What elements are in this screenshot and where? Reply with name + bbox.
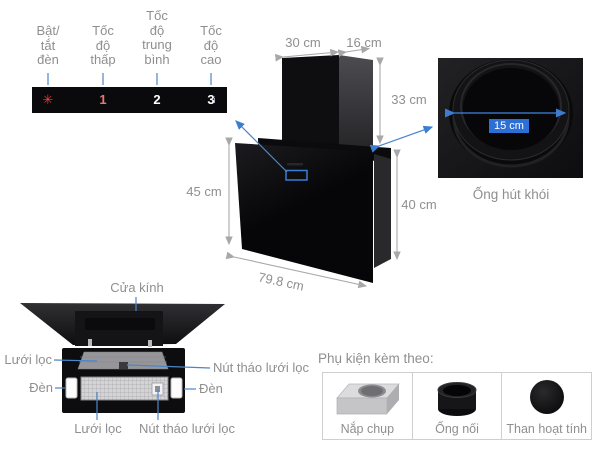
top-filter-mesh (78, 352, 168, 369)
label-filter-release-top: Nút tháo lưới lọc (213, 360, 309, 375)
accessory-cap-cell: Nắp chụp (323, 373, 413, 439)
speed-3-number: 3 (207, 92, 215, 107)
underside-view (20, 303, 225, 413)
label-filter-front: Lưới lọc (74, 421, 122, 436)
speed-1-button: 1 (99, 92, 107, 107)
accessories-title: Phụ kiện kèm theo: (318, 351, 434, 366)
accessory-carbon-label: Than hoạt tính (506, 422, 587, 436)
label-speed-high: Tốc độ cao (200, 23, 222, 67)
brand-logo (287, 163, 303, 166)
connector-lines (47, 73, 434, 420)
lamp-left-shape (65, 377, 78, 399)
dim-body-height: 45 cm (186, 184, 222, 199)
label-lamp-left: Đèn (29, 380, 53, 395)
label-glass-door: Cửa kính (110, 280, 164, 295)
label-speed-medium: Tốc độ trung bình (142, 8, 172, 67)
dimension-lines (225, 45, 401, 289)
accessory-carbon-cell: Than hoạt tính (502, 373, 591, 439)
carbon-filter-icon (529, 380, 564, 414)
connector-pipe-icon (437, 382, 477, 416)
dim-chimney-height: 33 cm (391, 92, 427, 107)
hood-chimney (282, 55, 373, 150)
dim-duct-diameter: 15 cm (489, 119, 529, 133)
top-filter-release-button (119, 362, 128, 369)
dim-chimney-width: 30 cm (285, 35, 321, 50)
label-filter-top: Lưới lọc (4, 352, 52, 367)
speed-3-indicator: i (213, 95, 216, 105)
speed-2-button: 2 (153, 92, 161, 107)
front-filter-mesh (80, 376, 169, 401)
light-toggle-icon: ✳ (42, 92, 54, 107)
accessory-cap-label: Nắp chụp (340, 422, 395, 436)
label-speed-low: Tốc độ thấp (90, 23, 116, 67)
duct-caption: Ống hút khói (472, 187, 550, 202)
label-filter-release-front: Nút tháo lưới lọc (139, 421, 235, 436)
label-lamp-right: Đèn (199, 381, 223, 396)
lamp-right-shape (170, 377, 183, 399)
hood-body (235, 138, 391, 283)
control-panel-highlight-box (285, 169, 308, 181)
label-light-toggle: Bật/ tắt đèn (36, 23, 60, 67)
dim-back-height: 40 cm (401, 197, 437, 212)
accessory-connector-cell: Ống nối (413, 373, 503, 439)
accessory-connector-label: Ống nối (435, 422, 479, 436)
accessories-table: Nắp chụp Ống nối Than hoạt tính (322, 372, 592, 440)
dim-chimney-depth: 16 cm (346, 35, 382, 50)
cap-cover-icon (336, 383, 401, 415)
duct-photo (438, 58, 583, 178)
